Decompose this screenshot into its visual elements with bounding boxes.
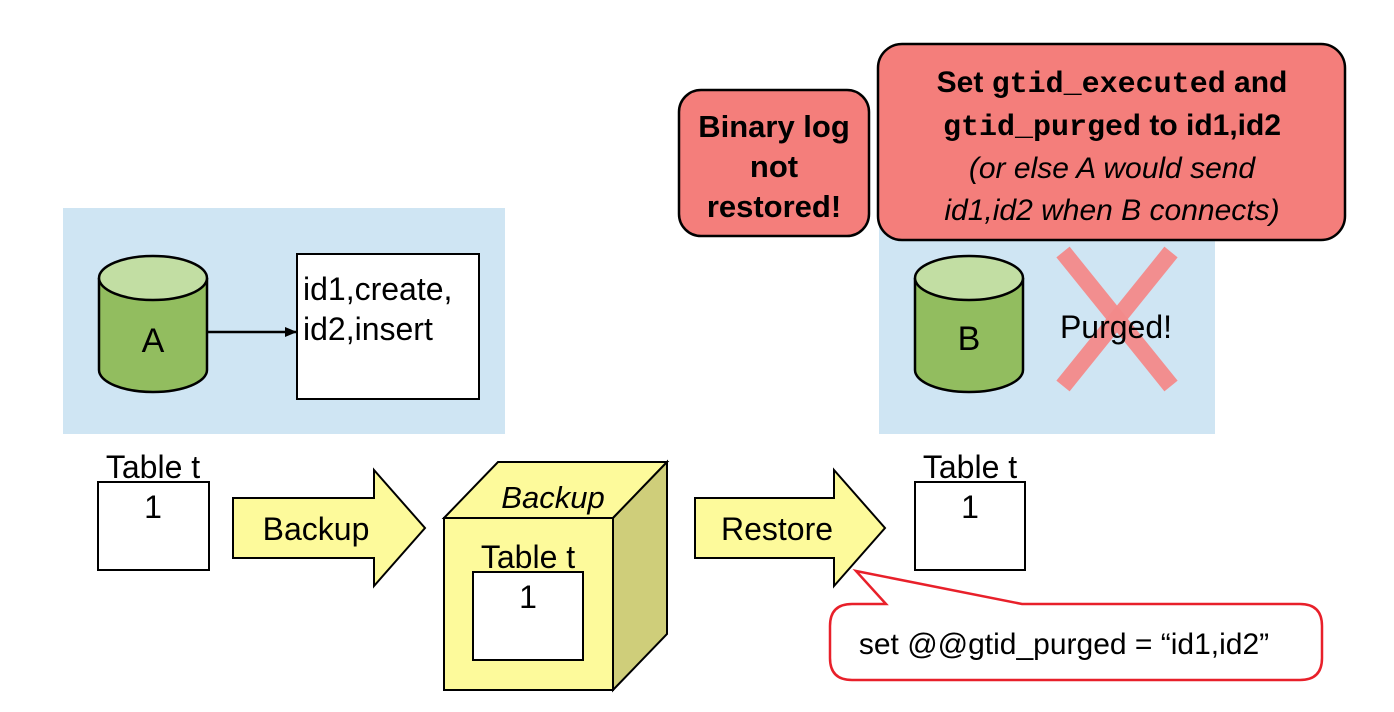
- table-b-box: [914, 481, 1026, 571]
- table-a-box: [97, 481, 210, 571]
- backup-arrow: Backup: [232, 467, 427, 589]
- table-a-value: 1: [144, 489, 162, 525]
- restore-arrow: Restore: [694, 467, 887, 589]
- purged-label: Purged!: [1060, 309, 1172, 345]
- callout-gtid-line-4: id1,id2 when B connects): [944, 194, 1279, 227]
- table-b: Table t 1: [914, 449, 1026, 571]
- binlog-line-1: id1,create,: [303, 271, 452, 307]
- callout-binlog-line-3: restored!: [707, 189, 841, 224]
- callout-gtid-box: [876, 42, 1347, 242]
- binlog-line-2: id2,insert: [303, 311, 433, 347]
- callout-binlog: Binary log not restored!: [677, 88, 871, 238]
- server-a-label: A: [142, 322, 165, 360]
- backup-table-box: [472, 571, 584, 661]
- backup-table-label: Table t: [481, 539, 575, 575]
- callout-gtid-line-3: (or else A would send: [969, 152, 1257, 185]
- backup-table-value: 1: [519, 579, 537, 615]
- server-a-cylinder-icon: [97, 254, 209, 394]
- backup-arrow-label: Backup: [263, 511, 370, 547]
- callout-gtid: Set gtid_executed and gtid_purged to id1…: [876, 42, 1347, 242]
- backup-cube: Backup Table t 1: [441, 459, 670, 693]
- server-b-panel: B Purged!: [879, 208, 1215, 434]
- callout-binlog-line-2: not: [750, 149, 798, 184]
- table-a: Table t 1: [97, 449, 210, 571]
- callout-gtid-line-2: gtid_purged to id1,id2: [943, 109, 1281, 145]
- server-b-cylinder-icon: [913, 254, 1025, 394]
- server-b-label: B: [958, 320, 981, 358]
- purged-cross-icon: [1056, 246, 1178, 392]
- server-a-panel: A id1,create, id2,insert: [63, 208, 505, 434]
- binlog-box: [296, 253, 480, 400]
- callout-set-gtid-shape: [828, 569, 1324, 682]
- callout-set-gtid-text: set @@gtid_purged = “id1,id2”: [859, 628, 1269, 661]
- table-a-label: Table t: [106, 449, 200, 485]
- backup-cube-title: Backup: [501, 480, 604, 515]
- restore-arrow-label: Restore: [721, 511, 833, 547]
- table-b-value: 1: [961, 489, 979, 525]
- callout-binlog-box: [677, 88, 871, 238]
- callout-gtid-line-1: Set gtid_executed and: [937, 66, 1288, 102]
- callout-set-gtid: set @@gtid_purged = “id1,id2”: [828, 569, 1324, 682]
- callout-binlog-line-1: Binary log: [698, 109, 850, 144]
- table-b-label: Table t: [923, 449, 1017, 485]
